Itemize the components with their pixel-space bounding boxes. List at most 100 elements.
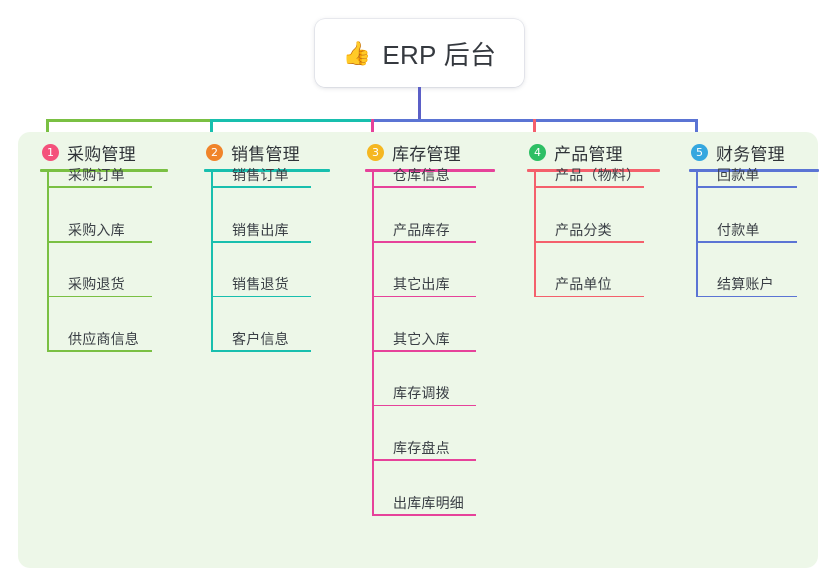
leaf-item[interactable]: 供应商信息 [47, 329, 152, 352]
leaf-item-label: 其它入库 [393, 330, 450, 347]
branch-header-rule-1 [40, 169, 168, 172]
leaf-item-label: 供应商信息 [68, 330, 139, 347]
branch-header-rule-2 [204, 169, 330, 172]
leaf-item[interactable]: 其它出库 [372, 274, 476, 298]
leaf-item[interactable]: 客户信息 [211, 329, 311, 352]
root-node-content: 👍 ERP 后台 [343, 35, 497, 72]
leaf-item-label: 产品（物料） [555, 167, 641, 183]
leaf-item-rule [47, 350, 152, 352]
branch-title-5: 财务管理 [716, 144, 785, 164]
leaf-item-label: 回款单 [717, 167, 760, 183]
branch-spine-4 [534, 172, 536, 298]
branch-spine-2 [211, 172, 213, 352]
leaf-item-label: 产品单位 [555, 276, 612, 293]
branch-column-2: 2 销售管理销售订单销售出库销售退货客户信息 [204, 132, 336, 352]
leaf-item-rule [47, 295, 152, 298]
leaf-item-label: 出库库明细 [393, 494, 464, 511]
leaf-item[interactable]: 付款单 [696, 220, 797, 243]
leaf-item[interactable]: 产品单位 [534, 274, 644, 298]
leaf-item-label: 其它出库 [393, 276, 450, 293]
root-node[interactable]: 👍 ERP 后台 [315, 19, 524, 87]
branch-header-4[interactable]: 4 产品管理 [527, 132, 666, 172]
leaf-item-rule [534, 295, 644, 298]
leaf-item-rule [211, 186, 311, 188]
branch-column-4: 4 产品管理产品（物料） 产品分类产品单位 [527, 132, 666, 298]
leaf-item-rule [47, 241, 152, 243]
leaf-item[interactable]: 产品分类 [534, 220, 644, 243]
branch-badge-5: 5 [691, 143, 708, 161]
branch-badge-2: 2 [206, 143, 223, 161]
leaf-item-rule [372, 186, 476, 188]
leaf-item-rule [696, 186, 797, 188]
leaf-item-label: 付款单 [717, 221, 760, 238]
branch-spine-3 [372, 172, 374, 516]
leaf-item[interactable]: 其它入库 [372, 329, 476, 352]
leaf-item-label: 销售订单 [232, 167, 289, 183]
branch-column-1: 1 采购管理采购订单采购入库采购退货供应商信息 [40, 132, 174, 352]
bus-segment-1 [45, 119, 211, 122]
branch-spine-1 [47, 172, 49, 352]
leaf-item-label: 仓库信息 [393, 167, 450, 183]
leaf-item-rule [534, 241, 644, 243]
leaf-item-rule [211, 350, 311, 352]
leaf-item[interactable]: 销售退货 [211, 274, 311, 298]
branch-badge-4: 4 [529, 143, 546, 161]
branch-title-3: 库存管理 [392, 144, 461, 164]
branch-header-rule-3 [365, 169, 495, 172]
leaf-item-rule [372, 404, 476, 407]
leaf-item-label: 产品分类 [555, 221, 612, 238]
branch-header-5[interactable]: 5 财务管理 [689, 132, 825, 172]
branch-title-1: 采购管理 [67, 144, 136, 164]
leaf-item[interactable]: 仓库信息 [372, 165, 476, 188]
leaf-item-rule [696, 295, 797, 298]
leaf-item-rule [211, 241, 311, 243]
branches-panel: 1 采购管理采购订单采购入库采购退货供应商信息 2 销售管理销售订单销售出库销售退货客… [18, 132, 819, 568]
leaf-item-label: 销售退货 [232, 276, 289, 293]
branch-spine-5 [696, 172, 698, 298]
leaf-item-label: 采购订单 [68, 167, 125, 183]
leaf-item[interactable]: 库存盘点 [372, 438, 476, 461]
leaf-item-rule [47, 186, 152, 188]
bus-segment-2 [209, 119, 372, 122]
leaf-item-label: 客户信息 [232, 330, 289, 347]
leaf-item-rule [696, 241, 797, 243]
leaf-item-rule [534, 186, 644, 188]
leaf-item[interactable]: 回款单 [696, 165, 797, 188]
leaf-item-rule [372, 459, 476, 461]
leaf-item[interactable]: 采购订单 [47, 165, 152, 188]
leaf-item[interactable]: 库存调拨 [372, 383, 476, 407]
branch-header-rule-5 [689, 169, 819, 172]
leaf-item-label: 结算账户 [717, 276, 774, 293]
leaf-item-rule [372, 350, 476, 352]
leaf-item[interactable]: 结算账户 [696, 274, 797, 298]
leaf-item-label: 销售出库 [232, 221, 289, 238]
leaf-item-rule [372, 514, 476, 516]
branch-column-5: 5 财务管理回款单付款单结算账户 [689, 132, 825, 298]
leaf-item-label: 产品库存 [393, 221, 450, 238]
leaf-item-rule [211, 295, 311, 298]
branch-badge-1: 1 [42, 143, 59, 161]
leaf-item-label: 采购退货 [68, 276, 125, 293]
leaf-item[interactable]: 采购入库 [47, 220, 152, 243]
branch-header-1[interactable]: 1 采购管理 [40, 132, 174, 172]
branch-title-4: 产品管理 [554, 144, 623, 164]
leaf-item[interactable]: 销售出库 [211, 220, 311, 243]
leaf-item-label: 库存盘点 [393, 440, 450, 456]
leaf-item[interactable]: 出库库明细 [372, 493, 476, 516]
root-title: ERP 后台 [382, 39, 497, 70]
branch-title-2: 销售管理 [231, 144, 300, 164]
leaf-item[interactable]: 销售订单 [211, 165, 311, 188]
leaf-item[interactable]: 产品库存 [372, 220, 476, 243]
leaf-item-rule [372, 241, 476, 243]
leaf-item[interactable]: 采购退货 [47, 274, 152, 298]
branch-header-3[interactable]: 3 库存管理 [365, 132, 501, 172]
branch-column-3: 3 库存管理仓库信息产品库存其它出库其它入库库存调拨库存盘点出库库明细 [365, 132, 501, 516]
branch-header-2[interactable]: 2 销售管理 [204, 132, 336, 172]
leaf-item-label: 库存调拨 [393, 385, 450, 402]
root-stem-connector [417, 87, 421, 122]
branch-badge-3: 3 [367, 143, 384, 161]
branch-header-rule-4 [527, 169, 660, 172]
leaf-item[interactable]: 产品（物料） [534, 165, 644, 188]
thumbs-up-icon: 👍 [342, 39, 372, 66]
leaf-item-label: 采购入库 [68, 221, 125, 238]
